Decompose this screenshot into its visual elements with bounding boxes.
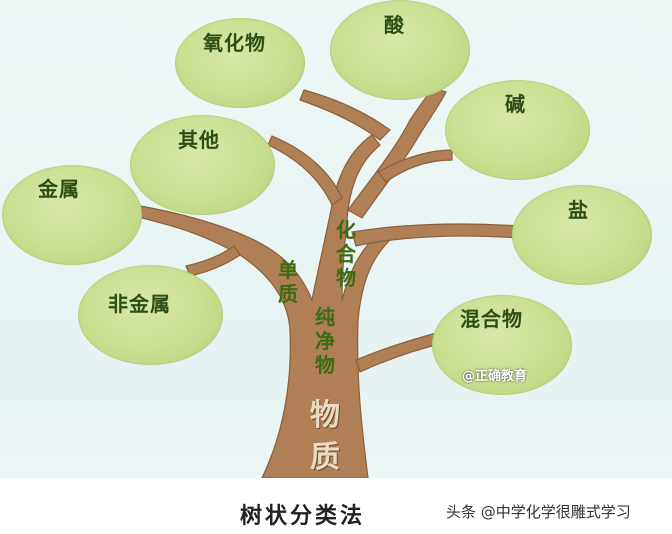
label-salt: 盐 <box>568 198 589 222</box>
branch-oxide <box>299 89 391 141</box>
watermark: @正确教育 <box>462 369 528 384</box>
source-attribution: 头条 @中学化学很雕式学习 <box>446 503 631 521</box>
trunk-label-pure: 纯净物 <box>315 305 335 377</box>
node-mixture <box>432 295 572 395</box>
node-salt <box>512 185 652 285</box>
label-nonmetal: 非金属 <box>108 292 171 316</box>
trunk-label-compound: 化合物 <box>336 218 356 290</box>
node-acid <box>330 0 470 100</box>
node-nonmetal <box>78 265 223 365</box>
node-base <box>445 80 590 180</box>
diagram-stage: 氧化物 酸 碱 其他 金属 盐 非金属 混合物 化合物 单质 纯净物 物质 @正… <box>0 0 672 478</box>
node-oxide <box>175 18 305 108</box>
label-metal: 金属 <box>38 177 80 201</box>
branch-nonmetal <box>185 245 241 277</box>
label-acid: 酸 <box>384 13 405 37</box>
label-oxide: 氧化物 <box>203 31 266 55</box>
node-other <box>130 115 275 215</box>
label-base: 碱 <box>505 92 526 116</box>
trunk-label-element: 单质 <box>278 258 298 306</box>
node-metal <box>2 165 142 265</box>
label-mixture: 混合物 <box>460 307 523 331</box>
trunk-label-matter: 物质 <box>310 398 340 475</box>
tree-trunk-and-branches <box>129 87 521 478</box>
branch-base <box>377 149 453 183</box>
branch-other <box>267 135 343 206</box>
branch-mixture <box>355 331 445 373</box>
caption: 树状分类法 <box>240 503 366 529</box>
label-other: 其他 <box>178 128 220 152</box>
